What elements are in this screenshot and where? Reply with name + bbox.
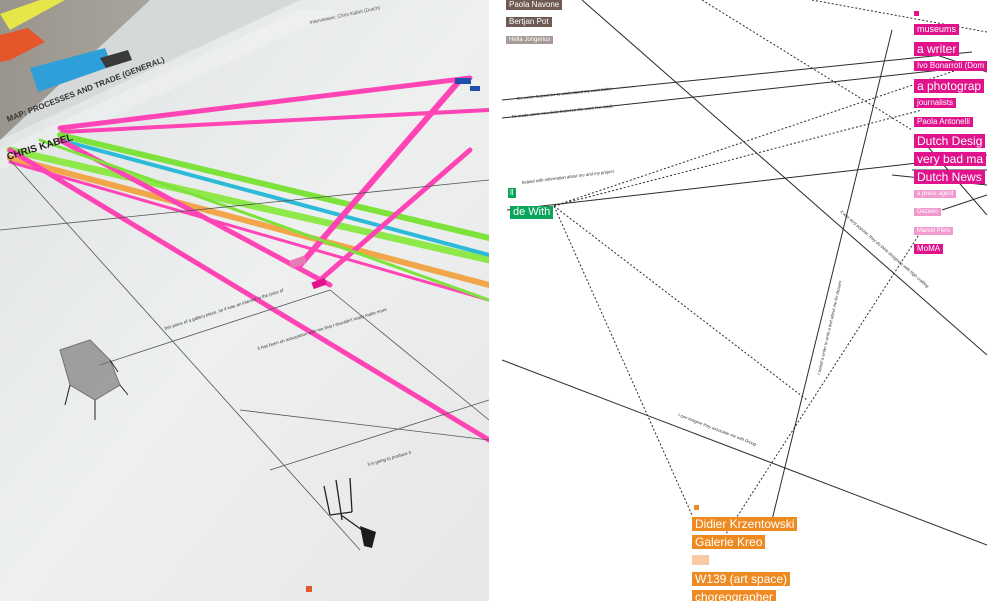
- tag-ivo-bonarroti[interactable]: Ivo Bonarroti (Dom: [914, 61, 987, 71]
- tag-bertjan-pot[interactable]: Bertjan Pot: [506, 17, 552, 27]
- tag-dutch-news[interactable]: Dutch News: [914, 170, 985, 184]
- tag-museums[interactable]: museums: [914, 24, 960, 35]
- edge-line: [506, 154, 987, 211]
- edge-label-writer-helped: the writer helped me to understand my wo…: [517, 86, 613, 101]
- edge-label-writer-text: I asked a writer to write a text about m…: [816, 279, 843, 375]
- tag-didier-krzentowski[interactable]: Didier Krzentowski: [692, 517, 798, 531]
- diagram-edges: the writer helped me to understand my wo…: [502, 0, 987, 546]
- tag-hella-jongerius[interactable]: Hella Jongerius: [506, 36, 554, 44]
- edge-line-dashed: [701, 0, 913, 131]
- magenta-node-marker: [914, 11, 919, 16]
- tag-a-writer[interactable]: a writer: [914, 42, 960, 56]
- edge-line: [502, 64, 987, 119]
- tag-a-press-agent[interactable]: a press agent: [914, 190, 957, 198]
- edge-line-dashed: [553, 205, 808, 401]
- edge-label-helped-info: helped with information about me and my …: [522, 169, 615, 185]
- edge-line-dashed: [553, 205, 693, 516]
- network-diagram: the writer helped me to understand my wo…: [502, 0, 987, 601]
- tag-paola-antonelli[interactable]: Paola Antonelli: [914, 117, 973, 127]
- tag-galerie-kreo[interactable]: Galerie Kreo: [692, 535, 766, 549]
- edge-line: [581, 0, 987, 356]
- tag-very-bad-ma[interactable]: very bad ma: [914, 152, 987, 166]
- tag-moma[interactable]: MoMA: [914, 244, 944, 254]
- edge-line: [941, 194, 987, 211]
- orange-node-marker: [694, 505, 699, 510]
- tag-made-with[interactable]: de With: [510, 206, 554, 219]
- tag-a-photographer[interactable]: a photograp: [914, 79, 985, 93]
- tag-marcel[interactable]: Marcel Piers: [914, 227, 954, 235]
- edge-line-dashed: [721, 229, 923, 541]
- tag-journalists[interactable]: journalists: [914, 98, 957, 108]
- edge-line-dashed: [811, 0, 987, 33]
- tag-green-small[interactable]: ll: [508, 188, 516, 198]
- edge-label-made-links: he made some new links between the work …: [512, 103, 614, 119]
- annotated-map-photo: MAP: PROCESSES AND TRADE (GENERAL) CHRIS…: [0, 0, 489, 601]
- tag-dezeen[interactable]: Dezeen: [914, 208, 941, 216]
- tag-w139[interactable]: W139 (art space): [692, 572, 791, 586]
- edge-line-dashed: [553, 64, 973, 207]
- tag-peach-blank[interactable]: [692, 555, 709, 565]
- tag-choreographer[interactable]: choreographer: [692, 590, 777, 601]
- edge-line: [502, 51, 973, 101]
- edge-line-dashed: [553, 109, 923, 207]
- photo-panel: MAP: PROCESSES AND TRADE (GENERAL) CHRIS…: [0, 0, 489, 601]
- edge-line: [771, 29, 893, 521]
- tag-paola-navone[interactable]: Paola Navone: [506, 0, 563, 10]
- tag-dutch-design[interactable]: Dutch Desig: [914, 134, 986, 148]
- edge-line: [502, 359, 987, 546]
